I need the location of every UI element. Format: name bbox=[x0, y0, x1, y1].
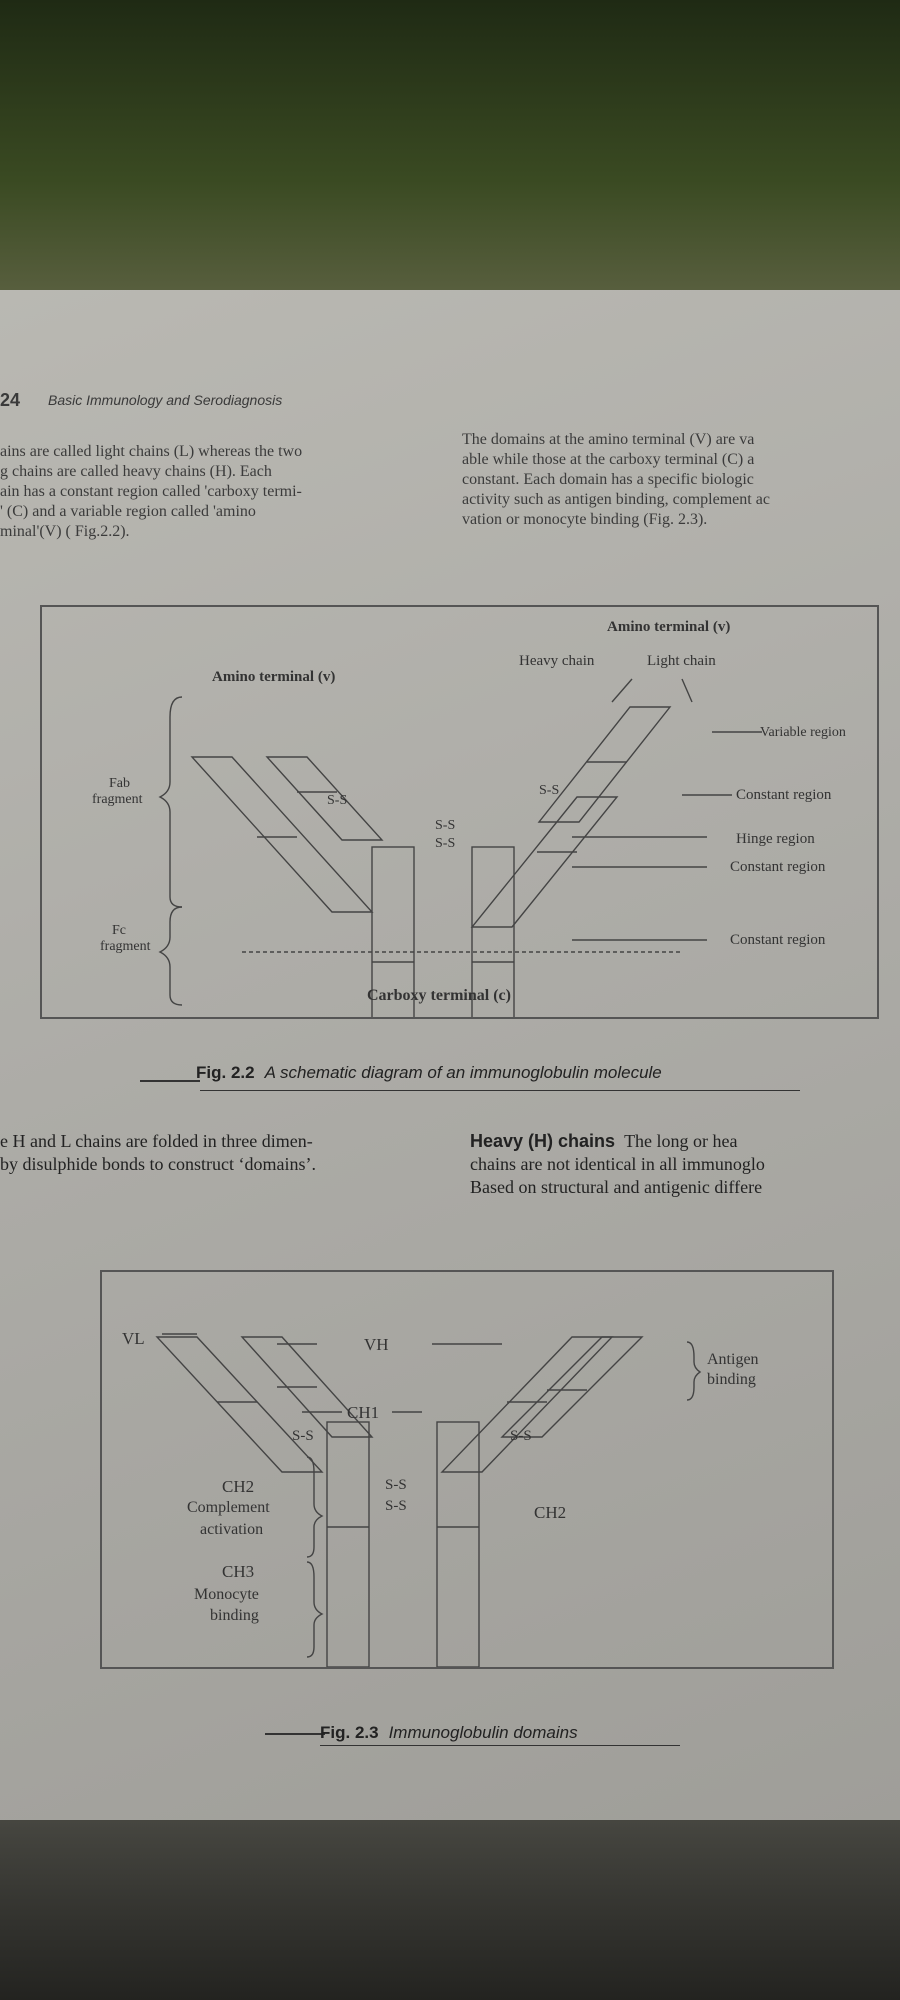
text-line: vation or monocyte binding (Fig. 2.3). bbox=[462, 511, 708, 528]
fig1-light-chain-label: Light chain bbox=[647, 653, 716, 669]
figure-2-2-diagram: Amino terminal (v) Amino terminal (v) He… bbox=[92, 619, 846, 1078]
fig2-antigen-binding-label: binding bbox=[707, 1371, 756, 1388]
fig2-monocyte-label: Monocyte bbox=[194, 1586, 259, 1603]
text-line: minal'(V) ( Fig.2.2). bbox=[0, 523, 130, 540]
left-stem bbox=[326, 1421, 370, 1668]
fig1-disulphide-hinge-2: S-S bbox=[435, 836, 455, 851]
left-light-chain-arm bbox=[265, 756, 384, 841]
fig2-ch2-right-label: CH2 bbox=[534, 1503, 566, 1522]
left-heavy-arm bbox=[155, 1336, 324, 1473]
fc-brace bbox=[158, 906, 183, 1006]
fig1-fab-label: Fab bbox=[109, 776, 130, 791]
text-line: The long or hea bbox=[624, 1131, 738, 1151]
caption-number: Fig. 2.2 bbox=[196, 1063, 255, 1082]
section-heading: Heavy (H) chains bbox=[470, 1131, 616, 1151]
right-heavy-chain-arm bbox=[470, 796, 619, 928]
text-line: e H and L chains are folded in three dim… bbox=[0, 1131, 313, 1151]
fig2-ch2-left-label: CH2 bbox=[222, 1477, 254, 1496]
caption-rule bbox=[200, 1090, 800, 1091]
text-line: by disulphide bonds to construct ‘domain… bbox=[0, 1154, 316, 1174]
fig2-vl-label: VL bbox=[122, 1329, 145, 1348]
text-line: ains are called light chains (L) whereas… bbox=[0, 443, 303, 460]
fig2-disulphide-hinge-1: S-S bbox=[385, 1477, 407, 1493]
fig1-disulphide-right-arm: S-S bbox=[539, 783, 559, 798]
fig1-disulphide-left-arm: S-S bbox=[327, 793, 347, 808]
caption-number: Fig. 2.3 bbox=[320, 1723, 379, 1742]
figure-2-3-diagram: VL VH CH1 CH2 CH2 Complement activation … bbox=[122, 1329, 759, 1668]
running-title: Basic Immunology and Serodiagnosis bbox=[48, 392, 283, 408]
caption-text: Immunoglobulin domains bbox=[388, 1723, 578, 1742]
caption-rule-left bbox=[140, 1080, 200, 1082]
middle-left-column: e H and L chains are folded in three dim… bbox=[0, 1130, 450, 1176]
fig1-fc-fragment-label: fragment bbox=[100, 939, 151, 954]
right-stem bbox=[436, 1421, 480, 1668]
background-bottom bbox=[0, 1800, 900, 2000]
fig2-activation-label: activation bbox=[200, 1521, 263, 1538]
text-line: g chains are called heavy chains (H). Ea… bbox=[0, 463, 272, 480]
fig1-constant-region-2-label: Constant region bbox=[730, 859, 826, 875]
book-page: 24 Basic Immunology and Serodiagnosis ai… bbox=[0, 290, 900, 1820]
fig1-amino-terminal-right: Amino terminal (v) bbox=[607, 619, 730, 635]
left-light-arm bbox=[240, 1336, 374, 1438]
right-light-chain-arm bbox=[537, 706, 672, 823]
text-line: ' (C) and a variable region called 'amin… bbox=[0, 503, 256, 520]
left-heavy-chain-arm bbox=[190, 756, 374, 913]
fig1-fc-label: Fc bbox=[112, 923, 126, 938]
fig2-ch1-label: CH1 bbox=[347, 1403, 379, 1422]
fig1-amino-terminal-left: Amino terminal (v) bbox=[212, 669, 335, 685]
fab-brace bbox=[158, 696, 183, 908]
middle-right-column: Heavy (H) chains The long or hea chains … bbox=[470, 1130, 900, 1199]
page-number: 24 bbox=[0, 390, 21, 410]
light-chain-pointer bbox=[681, 678, 693, 703]
text-line: ain has a constant region called 'carbox… bbox=[0, 483, 302, 500]
figure-2-2-caption: Fig. 2.2 A schematic diagram of an immuno… bbox=[196, 1063, 662, 1083]
antigen-brace bbox=[686, 1341, 702, 1401]
caption-rule-left bbox=[265, 1733, 325, 1735]
fig2-complement-label: Complement bbox=[187, 1499, 270, 1516]
right-heavy-arm bbox=[440, 1336, 614, 1473]
caption-rule bbox=[320, 1745, 680, 1746]
fig1-constant-region-3-label: Constant region bbox=[730, 932, 826, 948]
text-line: Based on structural and antigenic differ… bbox=[470, 1177, 763, 1197]
caption-text: A schematic diagram of an immunoglobulin… bbox=[264, 1063, 662, 1082]
complement-brace bbox=[306, 1456, 324, 1558]
fig1-variable-region-label: Variable region bbox=[760, 725, 846, 740]
fig2-vh-label: VH bbox=[364, 1335, 389, 1354]
fig1-disulphide-hinge-1: S-S bbox=[435, 818, 455, 833]
text-line: chains are not identical in all immunogl… bbox=[470, 1154, 765, 1174]
right-light-arm bbox=[500, 1336, 644, 1438]
monocyte-brace bbox=[306, 1561, 324, 1658]
fig2-ch3-label: CH3 bbox=[222, 1562, 254, 1581]
fig1-fab-fragment-label: fragment bbox=[92, 792, 143, 807]
fig2-disulphide-right-arm: S-S bbox=[510, 1428, 532, 1444]
fig2-binding-label: binding bbox=[210, 1607, 259, 1624]
text-line: The domains at the amino terminal (V) ar… bbox=[462, 431, 755, 448]
fig2-disulphide-hinge-2: S-S bbox=[385, 1498, 407, 1514]
figure-2-2: Amino terminal (v) Amino terminal (v) He… bbox=[40, 605, 879, 1078]
fig2-disulphide-left-arm: S-S bbox=[292, 1428, 314, 1444]
top-left-column: ains are called light chains (L) whereas… bbox=[0, 442, 440, 542]
fig1-hinge-region-label: Hinge region bbox=[736, 831, 815, 847]
fig1-carboxy-terminal-label: Carboxy terminal (c) bbox=[367, 987, 511, 1004]
text-line: constant. Each domain has a specific bio… bbox=[462, 471, 754, 488]
background-top bbox=[0, 0, 900, 300]
figure-2-3: VL VH CH1 CH2 CH2 Complement activation … bbox=[100, 1270, 834, 1669]
text-line: able while those at the carboxy terminal… bbox=[462, 451, 755, 468]
fig2-antigen-label: Antigen bbox=[707, 1351, 759, 1368]
top-right-column: The domains at the amino terminal (V) ar… bbox=[462, 430, 892, 530]
fig1-constant-region-1-label: Constant region bbox=[736, 787, 832, 803]
text-line: activity such as antigen binding, comple… bbox=[462, 491, 770, 508]
heavy-chain-pointer bbox=[611, 678, 633, 703]
fig1-heavy-chain-label: Heavy chain bbox=[519, 653, 595, 669]
figure-2-3-caption: Fig. 2.3 Immunoglobulin domains bbox=[320, 1723, 578, 1743]
